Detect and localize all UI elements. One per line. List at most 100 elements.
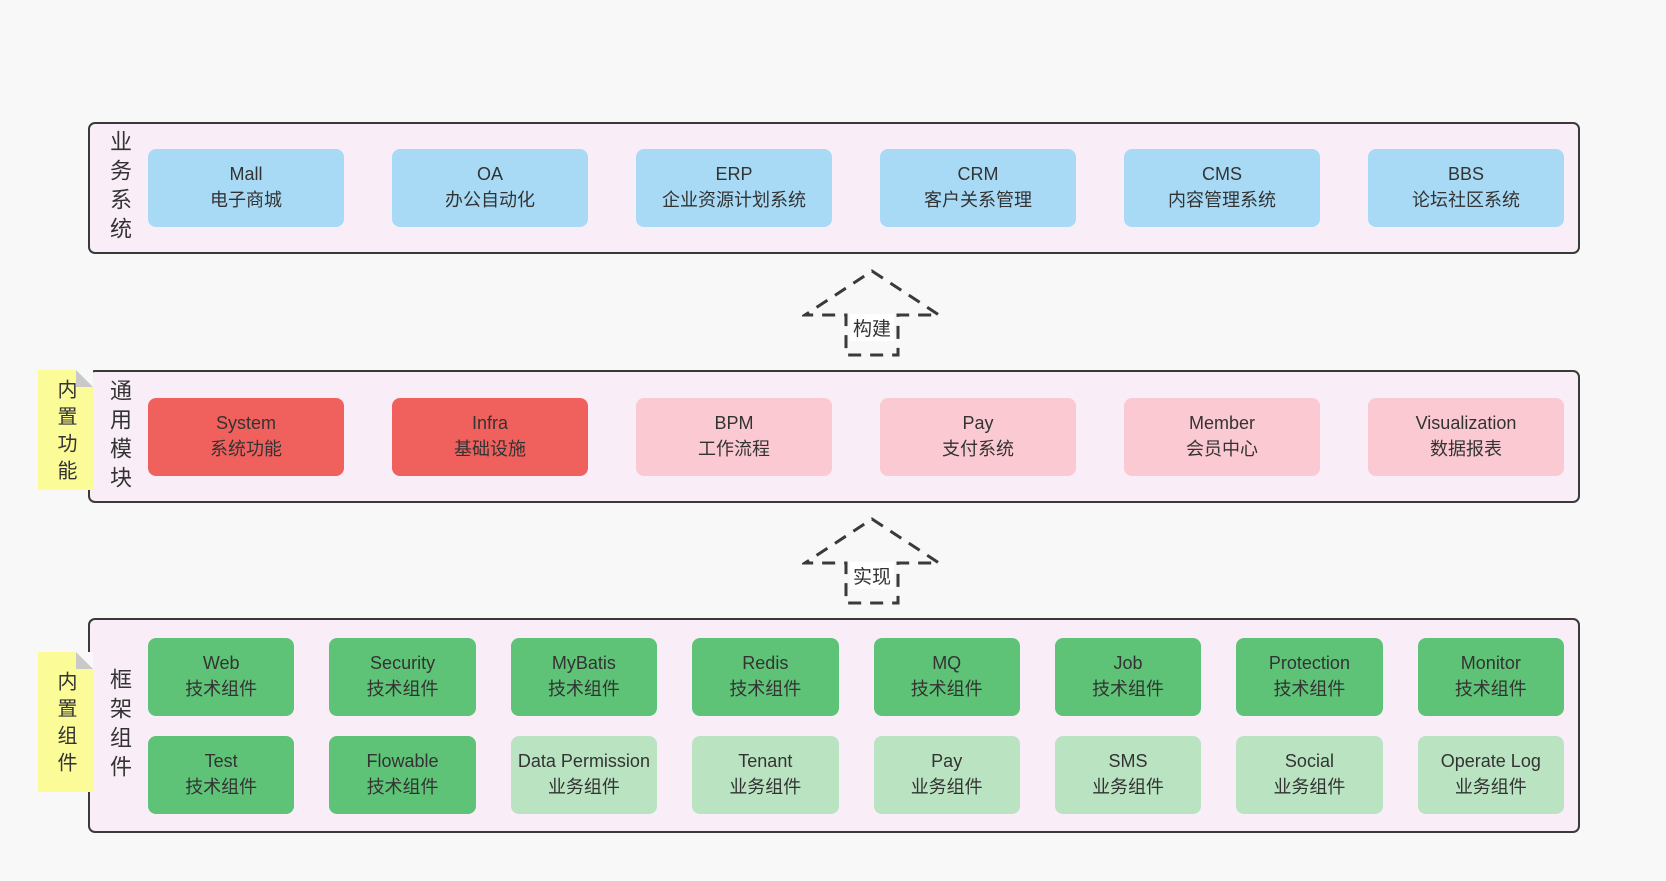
layer-modules-label: 通用模块	[107, 378, 132, 495]
component-box-security: Security 技术组件	[329, 637, 476, 716]
box-title: Test	[204, 750, 238, 771]
component-box-sms: SMS 业务组件	[1054, 735, 1202, 814]
box-title: Job	[1113, 652, 1143, 673]
component-box-monitor: Monitor 技术组件	[1417, 637, 1564, 716]
box-subtitle: 业务组件	[910, 776, 983, 797]
box-title: OA	[476, 164, 503, 185]
box-title: BPM	[714, 412, 754, 433]
box-title: System	[215, 412, 276, 433]
component-box-data-permission: Data Permission 业务组件	[510, 735, 658, 814]
component-box-bpm: BPM 工作流程	[636, 397, 832, 476]
box-subtitle: 办公自动化	[445, 190, 535, 210]
component-box-web: Web 技术组件	[148, 637, 295, 716]
component-box-test: Test 技术组件	[148, 735, 295, 814]
box-title: Pay	[931, 750, 963, 771]
component-box-social: Social 业务组件	[1236, 735, 1383, 814]
box-subtitle: 数据报表	[1430, 438, 1502, 459]
box-title: BBS	[1447, 164, 1485, 185]
box-subtitle: 技术组件	[366, 776, 439, 797]
box-title: CRM	[957, 164, 999, 185]
box-title: MQ	[932, 652, 962, 673]
component-box-crm: CRM 客户关系管理	[880, 149, 1076, 227]
component-box-mybatis: MyBatis 技术组件	[510, 637, 658, 716]
box-subtitle: 支付系统	[942, 438, 1014, 459]
box-title: Member	[1188, 412, 1255, 433]
component-box-pay: Pay 业务组件	[873, 735, 1020, 814]
box-subtitle: 业务组件	[1454, 776, 1527, 797]
box-title: Flowable	[366, 750, 439, 771]
component-box-redis: Redis 技术组件	[692, 637, 839, 716]
box-title: Redis	[742, 652, 789, 673]
box-title: Pay	[962, 412, 994, 433]
component-box-oa: OA 办公自动化	[392, 149, 588, 227]
box-subtitle: 技术组件	[1454, 678, 1527, 699]
component-box-operate-log: Operate Log 业务组件	[1417, 735, 1564, 814]
box-title: Operate Log	[1440, 750, 1541, 771]
implement-arrow-label: 实现	[849, 562, 895, 589]
component-box-tenant: Tenant 业务组件	[692, 735, 839, 814]
box-subtitle: 技术组件	[910, 678, 983, 699]
box-subtitle: 客户关系管理	[924, 190, 1032, 210]
box-title: Tenant	[738, 750, 793, 771]
component-box-mq: MQ 技术组件	[873, 637, 1020, 716]
box-subtitle: 会员中心	[1186, 438, 1258, 459]
sticky-note-builtin-components: 内置组件	[38, 652, 93, 792]
sticky-note-builtin-features: 内置功能	[38, 370, 93, 490]
box-title: Protection	[1268, 652, 1350, 673]
up-block-arrow-icon	[802, 517, 942, 605]
component-box-pay: Pay 支付系统	[880, 397, 1076, 476]
box-subtitle: 基础设施	[454, 438, 526, 459]
box-title: Data Permission	[517, 750, 650, 771]
implement-arrow: 实现	[802, 516, 942, 606]
box-title: Security	[370, 652, 436, 673]
component-box-system: System 系统功能	[148, 397, 344, 476]
box-title: Social	[1284, 750, 1334, 771]
box-title: Mall	[229, 164, 263, 185]
box-subtitle: 技术组件	[185, 776, 258, 797]
box-subtitle: 工作流程	[698, 438, 770, 459]
box-subtitle: 电子商城	[210, 190, 282, 210]
box-subtitle: 业务组件	[1092, 776, 1165, 797]
box-subtitle: 系统功能	[210, 438, 282, 459]
box-subtitle: 业务组件	[729, 776, 802, 797]
box-title: Monitor	[1460, 652, 1521, 673]
box-subtitle: 业务组件	[547, 776, 620, 797]
box-title: SMS	[1108, 750, 1148, 771]
layer-components-label: 框架组件	[107, 667, 132, 784]
box-title: Visualization	[1415, 412, 1517, 433]
box-subtitle: 技术组件	[729, 678, 802, 699]
layer-business-label: 业务系统	[107, 130, 132, 246]
box-title: ERP	[715, 164, 753, 185]
box-title: MyBatis	[551, 652, 616, 673]
component-box-flowable: Flowable 技术组件	[329, 735, 476, 814]
box-subtitle: 业务组件	[1273, 776, 1346, 797]
box-subtitle: 技术组件	[366, 678, 439, 699]
box-subtitle: 内容管理系统	[1168, 190, 1276, 210]
component-box-job: Job 技术组件	[1054, 637, 1202, 716]
build-arrow-label: 构建	[849, 314, 895, 341]
component-box-member: Member 会员中心	[1124, 397, 1320, 476]
box-subtitle: 技术组件	[547, 678, 620, 699]
component-box-mall: Mall 电子商城	[148, 149, 344, 227]
box-subtitle: 论坛社区系统	[1412, 190, 1520, 210]
box-subtitle: 技术组件	[1092, 678, 1165, 699]
box-subtitle: 技术组件	[185, 678, 258, 699]
up-block-arrow-icon	[802, 269, 942, 357]
component-box-bbs: BBS 论坛社区系统	[1368, 149, 1564, 227]
box-title: Web	[202, 652, 240, 673]
box-title: CMS	[1202, 164, 1242, 185]
